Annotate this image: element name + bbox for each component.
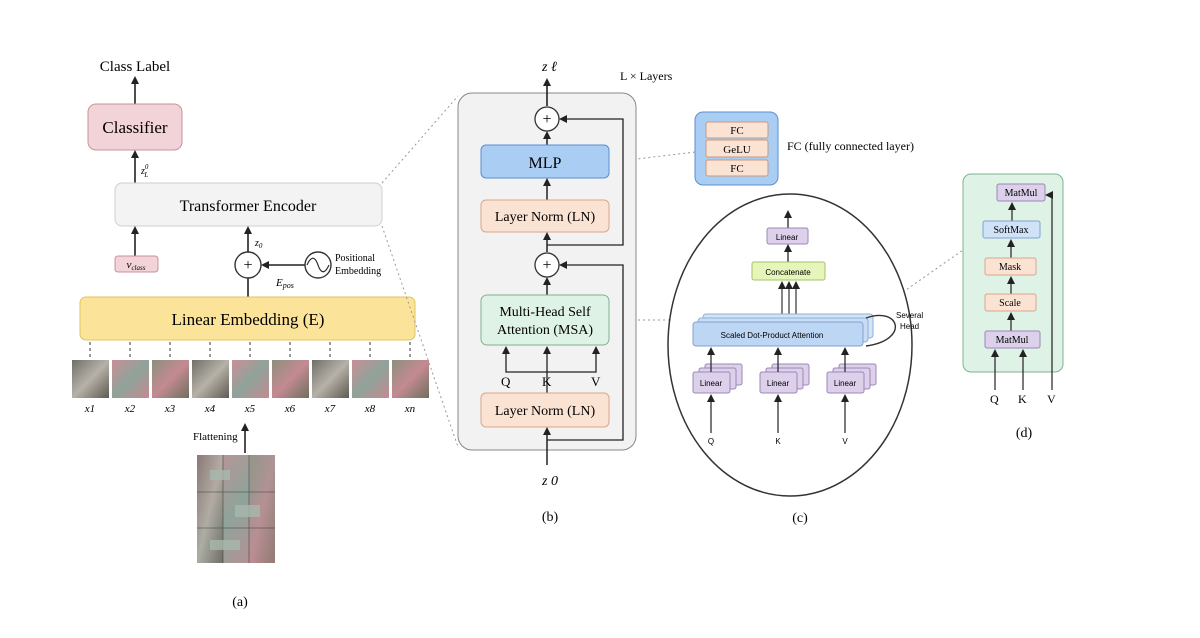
scale-label: Scale [999, 298, 1021, 309]
v-label: V [842, 437, 848, 446]
patch-label: xn [404, 403, 416, 415]
mlp-label: MLP [529, 155, 562, 172]
softmax-box [982, 220, 1041, 239]
matmul-box [984, 330, 1041, 349]
z-l-label: z ℓ [541, 60, 557, 75]
mask-box [984, 257, 1037, 276]
patch-label: x1 [84, 403, 95, 415]
transformer-encoder-label: Transformer Encoder [180, 198, 317, 215]
arrow [547, 346, 600, 373]
fc-block: FC GeLU FC FC (fully connected layer) [694, 111, 914, 186]
patch-label: x2 [124, 403, 136, 415]
scale-box [984, 293, 1037, 312]
caption-a: (a) [232, 595, 248, 610]
patch-label: x3 [164, 403, 176, 415]
sdpa-box [692, 321, 864, 347]
gelu-label: GeLU [723, 144, 751, 156]
concatenate-label: Concatenate [765, 268, 811, 277]
image-patch [312, 360, 349, 398]
arrow [502, 346, 548, 393]
patch-label: x7 [324, 403, 336, 415]
several-head-label: Head [900, 322, 919, 331]
gelu-box [705, 139, 769, 158]
k-label: K [542, 374, 552, 389]
panel-b: z ℓ L × Layers + MLP Layer Norm (LN) + M… [457, 60, 673, 525]
fc-box [705, 121, 769, 139]
caption-d: (d) [1016, 426, 1033, 441]
mask-label: Mask [999, 262, 1021, 273]
sdpa-label: Scaled Dot-Product Attention [721, 331, 824, 340]
patch-label: x4 [204, 403, 216, 415]
several-head-label: Several [896, 311, 923, 320]
image-patch [112, 360, 149, 398]
msa-label: Attention (MSA) [497, 323, 593, 338]
plus-symbol: + [243, 257, 252, 274]
linear-label: Linear [700, 379, 723, 388]
positional-embedding-label: Positional [335, 253, 375, 264]
z0-label: z0 [254, 238, 263, 250]
class-label: Class Label [100, 59, 170, 75]
image-patch [272, 360, 309, 398]
e-pos-label: Epos [275, 277, 294, 290]
q-label: Q [990, 392, 999, 406]
k-label: K [775, 437, 781, 446]
v-label: V [1047, 392, 1056, 406]
z0-label: z 0 [541, 474, 558, 489]
image-patch [152, 360, 189, 398]
image-patch [192, 360, 229, 398]
layer-norm-label: Layer Norm (LN) [495, 404, 596, 419]
zoom-connector-lines [381, 95, 964, 448]
panel-c: Linear Concatenate Scaled Dot-Product At… [667, 193, 923, 526]
residual-connection [547, 115, 624, 246]
classifier-label: Classifier [102, 118, 167, 137]
flattening-label: Flattening [193, 431, 238, 443]
patch-label: x8 [364, 403, 376, 415]
l-layers-label: L × Layers [620, 69, 673, 83]
linear-label: Linear [834, 379, 857, 388]
msa-label: Multi-Head Self [499, 305, 591, 320]
plus-symbol: + [542, 111, 551, 128]
patch-label: x6 [284, 403, 296, 415]
linear-label: Linear [767, 379, 790, 388]
k-label: K [1018, 392, 1027, 406]
panel-d: MatMul SoftMax Mask Scale MatMul Q K V (… [962, 173, 1064, 441]
linear-label: Linear [776, 233, 799, 242]
q-label: Q [501, 374, 511, 389]
matmul-box [996, 183, 1046, 202]
image-patch [352, 360, 389, 398]
input-image [197, 455, 275, 563]
msa-box [480, 294, 610, 346]
v-label: V [591, 374, 601, 389]
image-patch [392, 360, 429, 398]
q-label: Q [708, 437, 714, 446]
fc-description: FC (fully connected layer) [787, 139, 914, 153]
v-class-label: vclass [127, 259, 146, 272]
caption-b: (b) [542, 510, 559, 525]
fc-label: FC [730, 125, 743, 137]
image-patch [72, 360, 109, 398]
sine-wave-icon [306, 257, 330, 273]
caption-c: (c) [792, 511, 808, 526]
patch-label: x5 [244, 403, 256, 415]
several-head-loop [865, 314, 897, 347]
softmax-label: SoftMax [994, 225, 1029, 236]
image-patch [232, 360, 269, 398]
layer-norm-label: Layer Norm (LN) [495, 210, 596, 225]
fc-label: FC [730, 163, 743, 175]
residual-connection [547, 261, 624, 441]
matmul-label: MatMul [1005, 188, 1038, 199]
plus-symbol: + [542, 257, 551, 274]
positional-embedding-label: Embedding [335, 266, 381, 277]
fc-box [705, 159, 769, 177]
linear-embedding-box [79, 296, 416, 341]
concatenate-box [751, 261, 826, 281]
patch-row: x1 x2 x3 x4 x5 x6 x7 x8 xn [72, 342, 429, 415]
matmul-label: MatMul [996, 335, 1029, 346]
linear-embedding-label: Linear Embedding (E) [172, 310, 325, 329]
v-class-box [114, 255, 159, 273]
